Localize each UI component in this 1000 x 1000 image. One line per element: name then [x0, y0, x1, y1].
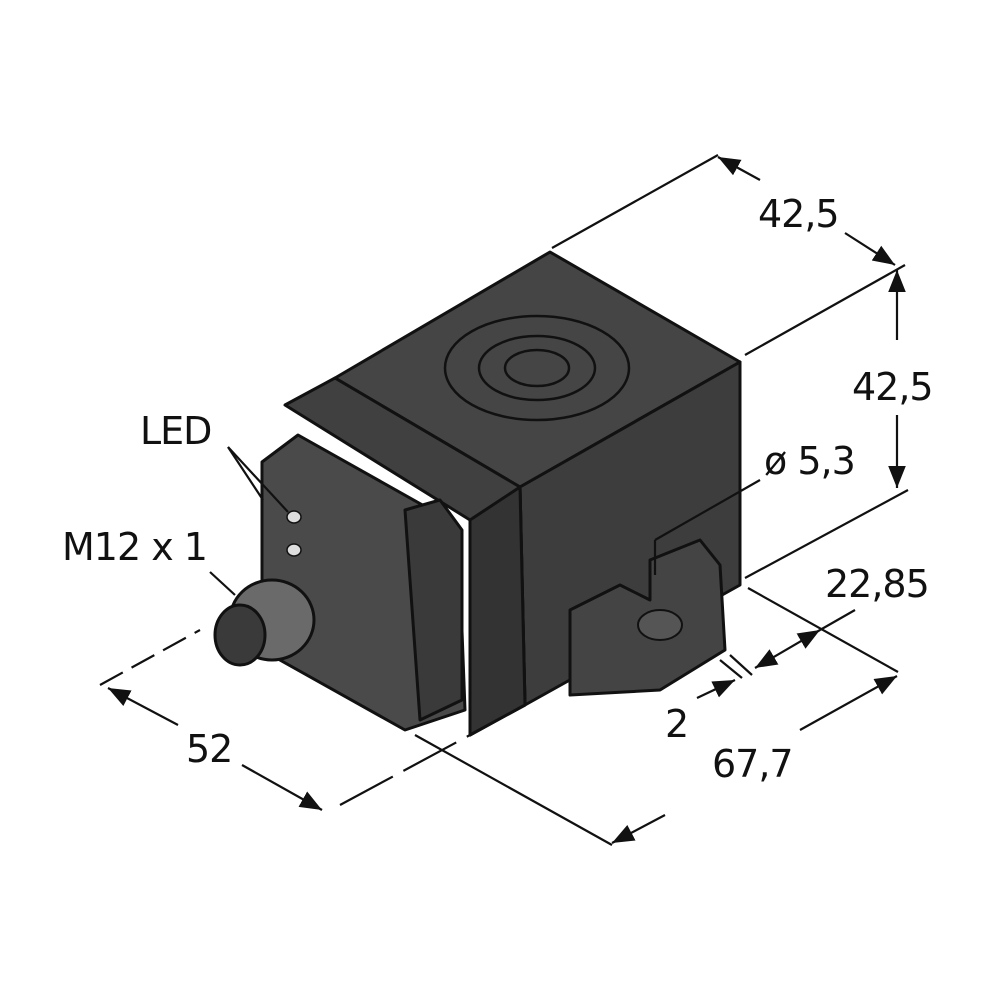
dim-top-width: 42,5: [758, 192, 840, 236]
dimension-lines: [99, 154, 909, 846]
dim-height: 42,5: [852, 365, 934, 409]
dim-length: 67,7: [712, 742, 794, 786]
dim-hole-diameter: ø 5,3: [764, 439, 856, 483]
dim-depth: 52: [186, 727, 233, 771]
dim-hole-offset: 22,85: [825, 562, 930, 606]
sensor-housing: [213, 250, 742, 737]
led-callout: LED: [140, 409, 212, 453]
connector-callout: M12 x 1: [62, 525, 208, 569]
dim-flange: 2: [665, 702, 689, 746]
